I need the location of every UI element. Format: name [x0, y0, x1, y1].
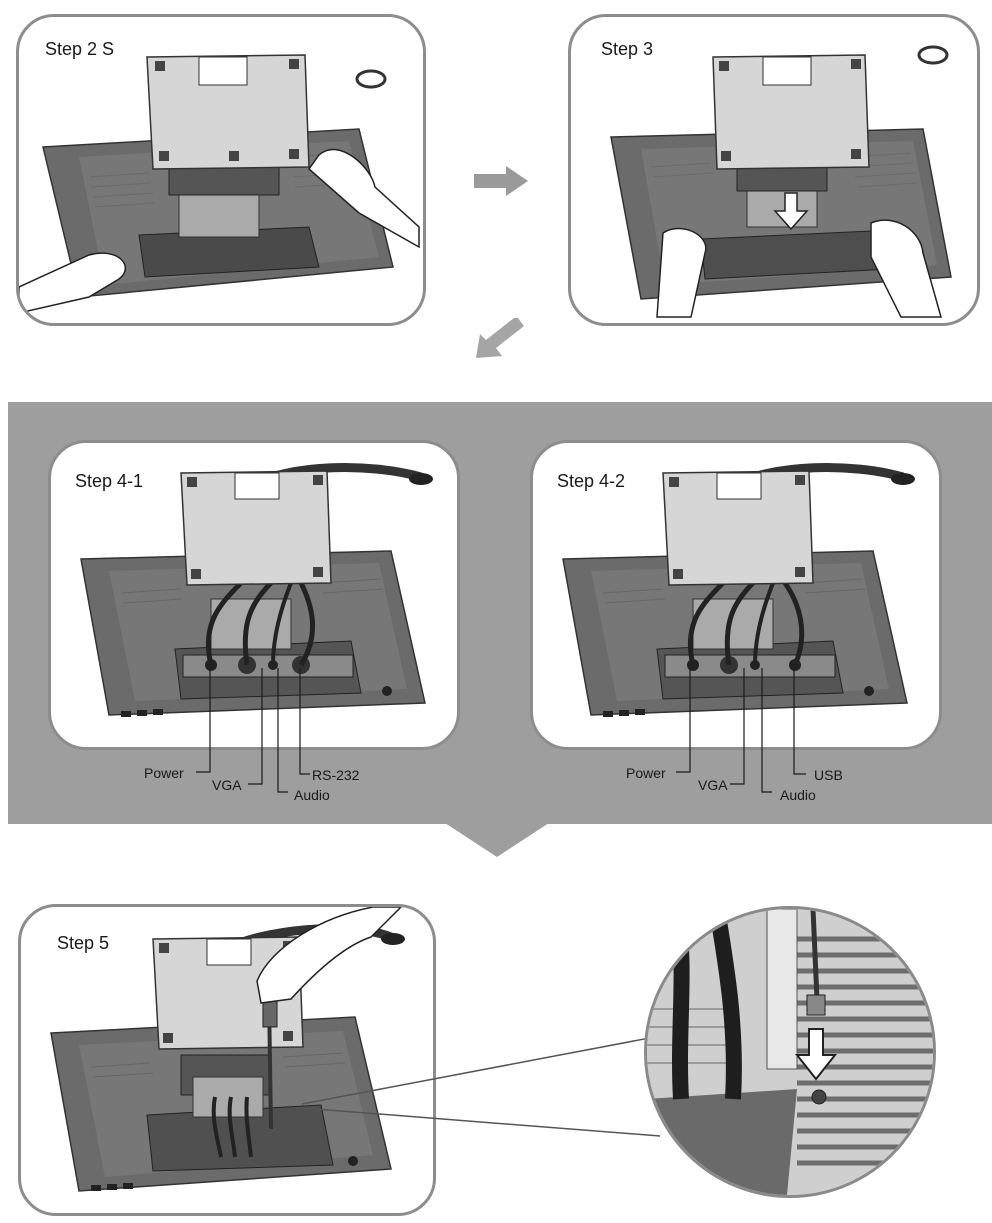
- step-4-2-label: Step 4-2: [557, 471, 626, 491]
- step-2-illustration: [19, 54, 420, 314]
- step-4-1-illustration: [80, 463, 433, 717]
- step-4-2-callout-lines: [676, 668, 806, 793]
- callout-audio-4-1: Audio: [294, 787, 330, 803]
- magnifier-leader-lines: [301, 1035, 661, 1137]
- step-4-1-label: Step 4-1: [75, 471, 144, 491]
- step-4-2-panel: Step 4-2: [530, 440, 942, 750]
- band-pointer: [445, 823, 549, 857]
- step-4-1-callout-lines: [196, 668, 310, 793]
- step-4-1-panel: Step 4-1: [48, 440, 460, 750]
- callout-audio-4-2: Audio: [780, 787, 816, 803]
- callout-power-4-1: Power: [144, 765, 184, 781]
- callout-usb-4-2: USB: [814, 767, 843, 783]
- down-left-arrow-icon: [476, 318, 524, 358]
- magnifier-icon: [644, 906, 936, 1198]
- step-5-illustration: [50, 907, 405, 1192]
- step-3-label: Step 3: [601, 39, 654, 59]
- step-2-panel: Step 2 S: [16, 14, 426, 326]
- step-2-label: Step 2 S: [45, 39, 115, 59]
- step-5-label: Step 5: [57, 933, 110, 953]
- callout-vga-4-2: VGA: [698, 777, 728, 793]
- right-arrow-icon: [474, 166, 528, 196]
- callout-vga-4-1: VGA: [212, 777, 242, 793]
- callout-power-4-2: Power: [626, 765, 666, 781]
- step-3-panel: Step 3: [568, 14, 980, 326]
- step-5-panel: Step 5: [18, 904, 436, 1216]
- callout-rs232-4-1: RS-232: [312, 767, 360, 783]
- step-4-2-illustration: [562, 463, 915, 717]
- down-arrow-icon: [794, 1028, 838, 1081]
- step-3-illustration: [610, 45, 952, 318]
- zoom-detail: [647, 909, 933, 1195]
